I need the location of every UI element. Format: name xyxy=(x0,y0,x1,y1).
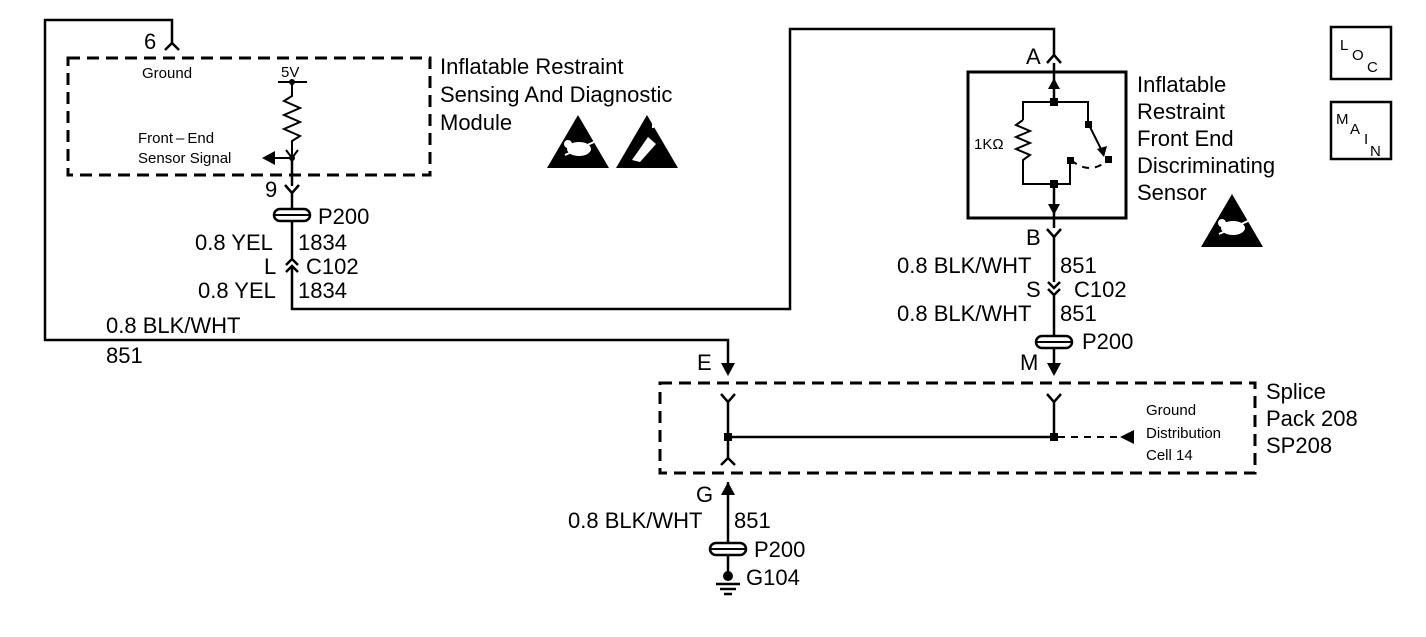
main-letter-i: I xyxy=(1364,131,1368,148)
main-letter-n: N xyxy=(1370,143,1381,160)
p200-sensor-connector xyxy=(1034,334,1074,350)
blk-module-wire-color: 0.8 BLK/WHT xyxy=(106,313,240,338)
ground-distribution-arrow xyxy=(1120,430,1134,444)
module-title-line-1: Inflatable Restraint xyxy=(440,54,623,79)
esd-warning-icon xyxy=(616,115,678,168)
module-signal-label-line-2: Sensor Signal xyxy=(138,150,231,167)
pin-g-arrow xyxy=(721,482,735,495)
sensor-title-line-5: Sensor xyxy=(1137,180,1207,205)
pin-9-label: 9 xyxy=(265,177,277,202)
c102-blk-pin-label: S xyxy=(1026,277,1041,302)
airbag-warning-icon xyxy=(547,115,609,168)
main-letter-m: M xyxy=(1336,111,1349,128)
blk-module-wire-circuit: 851 xyxy=(106,343,143,368)
blk-sensor-upper-color: 0.8 BLK/WHT xyxy=(897,253,1031,278)
blk-sensor-lower-circuit: 851 xyxy=(1060,301,1097,326)
p200-ground-label: P200 xyxy=(754,537,805,562)
sensor-box xyxy=(966,70,1128,220)
pin-m-arrow xyxy=(1047,363,1061,376)
c102-blk-connector xyxy=(1047,281,1061,290)
module-ground-label: Ground xyxy=(142,65,192,82)
module-voltage-label: 5V xyxy=(281,64,299,81)
pin-b-connector xyxy=(1046,228,1062,239)
pin-9-connector xyxy=(284,184,300,195)
main-button[interactable]: M A I N xyxy=(1329,100,1393,161)
pullup-resistor xyxy=(278,79,307,161)
c102-yel-connector xyxy=(285,257,299,266)
ground-symbol xyxy=(716,571,740,596)
sensor-airbag-warning-icon xyxy=(1201,194,1263,247)
blk-ground-wire-circuit: 851 xyxy=(734,508,771,533)
yel-wire-upper-circuit: 1834 xyxy=(298,230,347,255)
p200-yel-connector xyxy=(272,207,312,223)
pin-g-label: G xyxy=(696,482,713,507)
module-signal-label-line-1: Front – End xyxy=(138,130,214,147)
yel-wire-lower-color: 0.8 YEL xyxy=(198,278,276,303)
p200-ground-connector xyxy=(708,541,748,557)
sensor-resistor xyxy=(1013,119,1054,185)
splice-title-line-1: Splice xyxy=(1266,379,1326,404)
module-title-line-2: Sensing And Diagnostic xyxy=(440,82,672,107)
blk-module-wire xyxy=(43,18,730,366)
sensor-resistor-label: 1KΩ xyxy=(974,136,1004,153)
pin-6-label: 6 xyxy=(144,29,156,54)
sensor-title-line-1: Inflatable xyxy=(1137,72,1226,97)
yel-wire-lower-circuit: 1834 xyxy=(298,278,347,303)
pin-a-connector xyxy=(1046,53,1062,64)
c102-yel-pin-label: L xyxy=(264,254,276,279)
yel-wire-upper-color: 0.8 YEL xyxy=(195,230,273,255)
ground-label: G104 xyxy=(746,565,800,590)
module-box xyxy=(66,56,432,177)
splice-title-line-2: Pack 208 xyxy=(1266,406,1358,431)
pin-e-arrow xyxy=(721,363,735,376)
main-letter-a: A xyxy=(1350,121,1360,138)
p200-yel-label: P200 xyxy=(318,204,369,229)
module-title-line-3: Module xyxy=(440,110,512,135)
pin-b-label: B xyxy=(1026,225,1041,250)
sensor-signal-arrow xyxy=(262,151,292,165)
splice-note-line-2: Distribution xyxy=(1146,425,1221,442)
yel-wire xyxy=(290,27,1056,311)
pin-e-label: E xyxy=(697,350,712,375)
loc-button[interactable]: L O C xyxy=(1329,25,1393,81)
sensor-title-line-2: Restraint xyxy=(1137,99,1225,124)
sensor-title-line-3: Front End xyxy=(1137,126,1234,151)
p200-sensor-label: P200 xyxy=(1082,329,1133,354)
c102-blk-name-label: C102 xyxy=(1074,277,1127,302)
loc-letter-l: L xyxy=(1340,37,1348,54)
blk-ground-wire-color: 0.8 BLK/WHT xyxy=(568,508,702,533)
c102-yel-name-label: C102 xyxy=(306,254,359,279)
splice-note-line-3: Cell 14 xyxy=(1146,447,1193,464)
pin-m-label: M xyxy=(1020,350,1038,375)
sensor-title-line-4: Discriminating xyxy=(1137,153,1275,178)
splice-title-line-3: SP208 xyxy=(1266,433,1332,458)
splice-note-line-1: Ground xyxy=(1146,402,1196,419)
blk-sensor-lower-color: 0.8 BLK/WHT xyxy=(897,301,1031,326)
pin-6-connector xyxy=(164,41,180,51)
pin-a-label: A xyxy=(1026,44,1041,69)
loc-letter-o: O xyxy=(1352,47,1364,64)
blk-sensor-upper-circuit: 851 xyxy=(1060,253,1097,278)
loc-letter-c: C xyxy=(1367,59,1378,76)
